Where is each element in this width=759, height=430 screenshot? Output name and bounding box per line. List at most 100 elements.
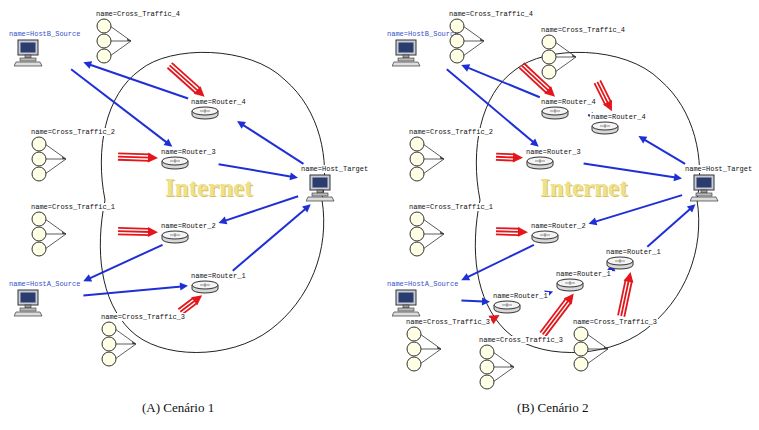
cross-traffic-arrow: [540, 294, 574, 337]
cross-icon: [100, 321, 140, 367]
node-name: name=Router_2: [160, 222, 217, 230]
connector-line: [496, 159, 515, 162]
node-name: name=Cross_Traffic_1: [30, 203, 116, 211]
cross-traffic-arrow: [118, 227, 158, 237]
arrow-head: [544, 86, 555, 96]
router-node: name=Router_1: [555, 270, 612, 292]
node-name: name=Cross_Traffic_4: [448, 10, 534, 18]
cross-traffic-node: name=Cross_Traffic_3: [572, 318, 658, 372]
cross-traffic-arrow: [118, 153, 158, 163]
node-name: name=Router_1: [190, 272, 247, 280]
connector-line: [624, 280, 632, 316]
cross-traffic-node: name=Cross_Traffic_4: [540, 26, 626, 80]
connector-line: [496, 234, 520, 236]
arrow-head: [518, 227, 528, 237]
connector-line: [496, 156, 515, 159]
router-icon: [530, 230, 560, 244]
cross-traffic-node: name=Cross_Traffic_4: [448, 10, 534, 64]
cross-icon: [95, 18, 135, 64]
cross-traffic-node: name=Cross_Traffic_1: [408, 203, 494, 257]
cloud-outline: [475, 52, 699, 352]
cross-icon: [405, 326, 445, 372]
arrow-head: [148, 153, 158, 163]
node-name: name=HostA_Source: [386, 280, 459, 288]
node-name: name=Host_Target: [684, 165, 753, 173]
router-icon: [540, 106, 570, 120]
arrow-head: [674, 173, 683, 181]
cross-traffic-node: name=Cross_Traffic_3: [478, 336, 564, 390]
arrow-head: [302, 204, 311, 212]
arrow-head: [461, 64, 470, 71]
arrow-head: [513, 152, 523, 162]
connector-line: [543, 300, 569, 334]
pc-icon: [392, 288, 422, 318]
node-name: name=Router_1: [555, 270, 612, 278]
host-node: name=HostB_Source: [8, 30, 81, 68]
cross-traffic-arrow: [594, 80, 612, 111]
arrow-head: [687, 204, 696, 212]
flow-arrow: [83, 283, 188, 296]
host-node: name=HostA_Source: [386, 280, 459, 318]
connector-line: [467, 245, 534, 278]
flow-arrow: [237, 121, 303, 164]
connector-line: [118, 157, 150, 158]
cross-traffic-arrow: [167, 63, 204, 97]
host-node: name=HostB_Source: [386, 30, 459, 68]
router-icon: [160, 156, 190, 170]
connector-line: [118, 160, 150, 161]
node-name: name=Router_4: [590, 113, 647, 121]
connector-line: [83, 286, 181, 295]
cross-traffic-node: name=Cross_Traffic_2: [408, 128, 494, 182]
cross-icon: [408, 136, 448, 182]
cross-icon: [408, 211, 448, 257]
internet-watermark: Internet: [165, 174, 252, 202]
router-node: name=Router_3: [525, 148, 582, 170]
node-name: name=Cross_Traffic_3: [572, 318, 658, 326]
cross-traffic-arrow: [519, 63, 555, 97]
cross-icon: [540, 34, 580, 80]
arrow-head: [461, 273, 470, 280]
node-name: name=Cross_Traffic_3: [478, 336, 564, 344]
node-name: name=HostA_Source: [8, 280, 81, 288]
arrow-head: [482, 297, 490, 305]
router-node: name=Router_2: [160, 222, 217, 244]
cross-traffic-arrow: [496, 227, 528, 237]
node-name: name=Cross_Traffic_2: [30, 128, 116, 136]
cross-icon: [30, 211, 70, 257]
router-node: name=Router_1: [190, 272, 247, 294]
node-name: name=Cross_Traffic_4: [95, 10, 181, 18]
cross-icon: [30, 136, 70, 182]
arrow-head: [148, 227, 158, 237]
caption: (A) Cenário 1: [140, 400, 216, 416]
router-icon: [190, 280, 220, 294]
connector-line: [233, 208, 306, 270]
host-node: name=HostA_Source: [8, 280, 81, 318]
cross-traffic-node: name=Cross_Traffic_3: [100, 313, 186, 367]
router-node: name=Router_4: [590, 113, 647, 135]
node-name: name=Router_3: [525, 148, 582, 156]
cross-icon: [448, 18, 488, 64]
arrow-head: [624, 272, 634, 283]
router-icon: [190, 106, 220, 120]
router-icon: [605, 256, 635, 270]
connector-line: [647, 209, 690, 247]
flow-arrow: [83, 245, 162, 282]
node-name: name=Cross_Traffic_1: [408, 203, 494, 211]
router-icon: [525, 156, 555, 170]
cross-traffic-arrow: [496, 152, 523, 162]
node-name: name=Router_4: [540, 98, 597, 106]
router-icon: [555, 278, 585, 292]
node-name: name=Router_1: [492, 292, 549, 300]
node-name: name=Cross_Traffic_4: [540, 26, 626, 34]
host-node: name=Host_Target: [300, 165, 369, 203]
connector-line: [118, 153, 150, 154]
flow-arrow: [461, 297, 490, 305]
node-name: name=HostB_Source: [386, 30, 459, 38]
router-node: name=Router_4: [540, 98, 597, 120]
cross-traffic-node: name=Cross_Traffic_1: [30, 203, 116, 257]
arrow-head: [83, 274, 92, 281]
arrow-head: [180, 283, 188, 291]
connector-line: [644, 139, 685, 164]
node-name: name=Cross_Traffic_2: [408, 128, 494, 136]
node-name: name=Router_3: [160, 148, 217, 156]
